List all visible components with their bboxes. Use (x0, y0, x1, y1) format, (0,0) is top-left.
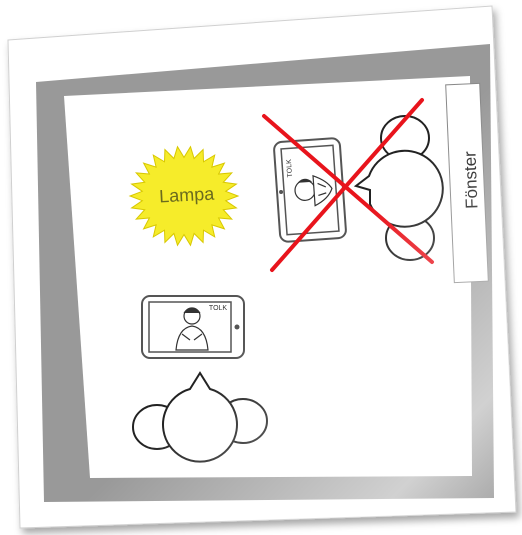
tablet-label: TOLK (209, 305, 227, 312)
tablet-label: TOLK (286, 159, 294, 178)
room (36, 44, 494, 502)
lamp-label: Lampa (159, 184, 216, 207)
window-label: Fönster (460, 151, 481, 210)
interpreter-tablet: TOLK (142, 296, 244, 358)
